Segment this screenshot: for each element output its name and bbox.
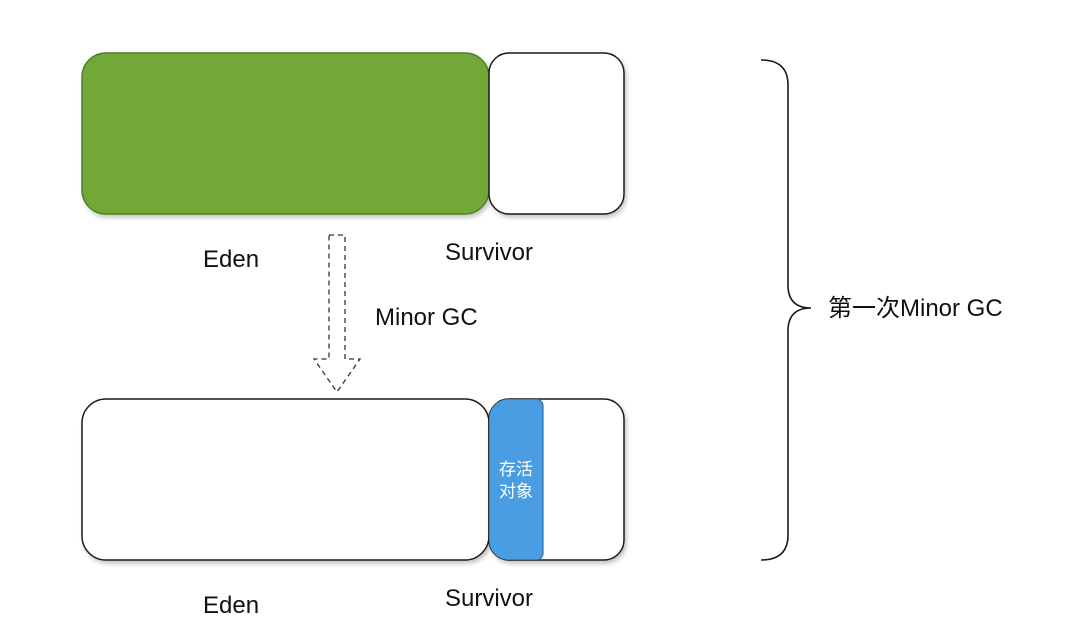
live-objects-label-line1: 存活 xyxy=(499,460,533,479)
bottom-eden-block xyxy=(81,398,490,561)
top-eden-label: Eden xyxy=(203,246,259,273)
brace-label: 第一次Minor GC xyxy=(828,295,1003,322)
bottom-eden-label: Eden xyxy=(203,592,259,619)
first-minor-gc-brace: 第一次Minor GC xyxy=(760,59,1003,561)
top-survivor-block xyxy=(488,52,625,215)
minor-gc-arrow: Minor GC xyxy=(312,234,478,394)
live-objects-block xyxy=(489,399,544,560)
bottom-memory-row: 存活 对象 Eden Survivor xyxy=(81,398,625,619)
minor-gc-label: Minor GC xyxy=(375,304,478,331)
live-objects-label-line2: 对象 xyxy=(499,482,533,501)
top-survivor-label: Survivor xyxy=(445,239,533,266)
right-curly-brace-icon xyxy=(760,59,812,561)
top-memory-row: Eden Survivor xyxy=(81,52,625,273)
bottom-survivor-label: Survivor xyxy=(445,585,533,612)
top-eden-block xyxy=(81,52,490,215)
dashed-down-arrow-icon xyxy=(312,234,362,394)
